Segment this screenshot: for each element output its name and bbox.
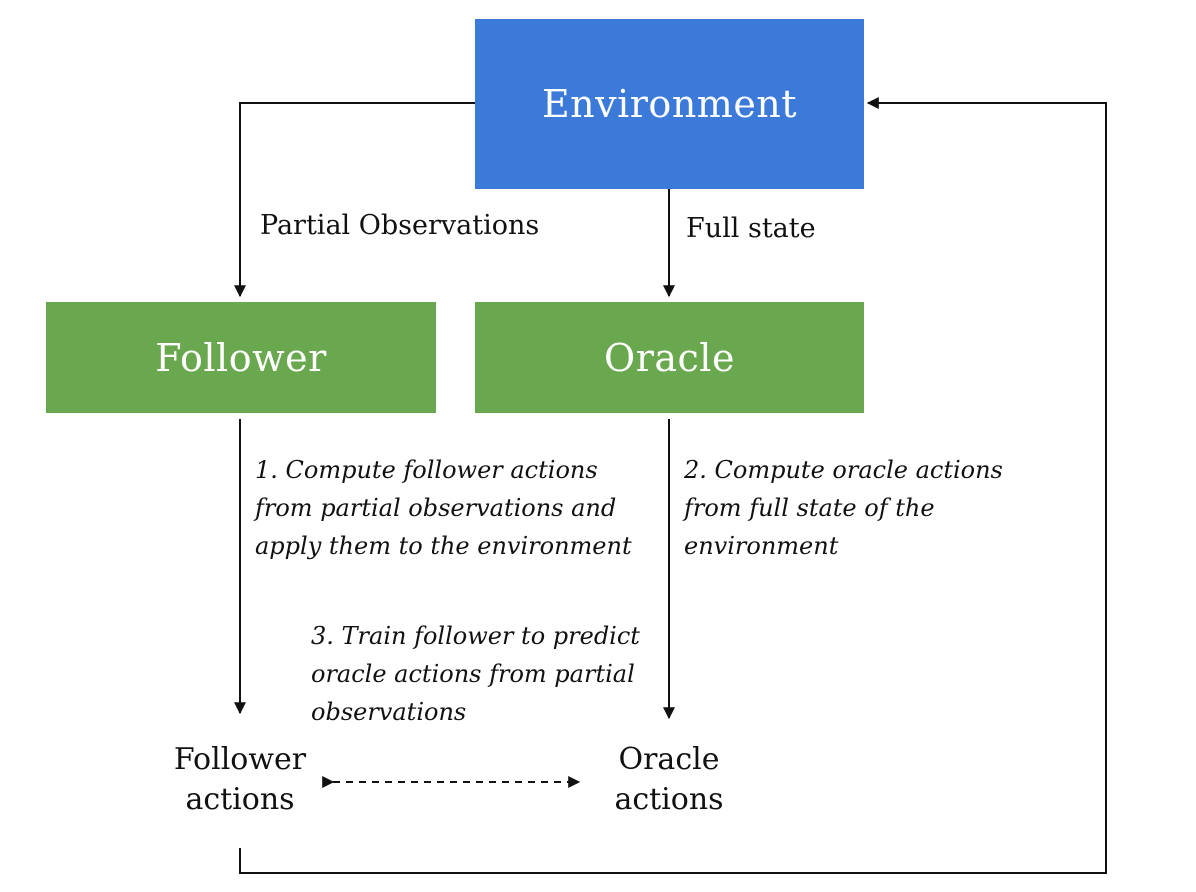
environment-label: Environment — [541, 82, 798, 126]
step-1-note: 1. Compute follower actions from partial… — [255, 456, 632, 560]
environment-node: Environment — [475, 19, 864, 189]
follower-node: Follower — [46, 302, 436, 413]
edge-env-to-follower — [234, 102, 475, 298]
partial-observations-label: Partial Observations — [260, 210, 540, 241]
follower-actions-node: Follower actions — [173, 742, 307, 817]
step-2-note: 2. Compute oracle actions from full stat… — [684, 456, 1003, 560]
edge-actions-to-env — [239, 97, 1107, 874]
oracle-node: Oracle — [475, 302, 864, 413]
follower-label: Follower — [155, 335, 327, 380]
oracle-actions-node: Oracle actions — [614, 742, 724, 817]
full-state-label: Full state — [686, 213, 816, 244]
oracle-label: Oracle — [604, 335, 735, 380]
step-3-note: 3. Train follower to predict oracle acti… — [311, 622, 640, 726]
